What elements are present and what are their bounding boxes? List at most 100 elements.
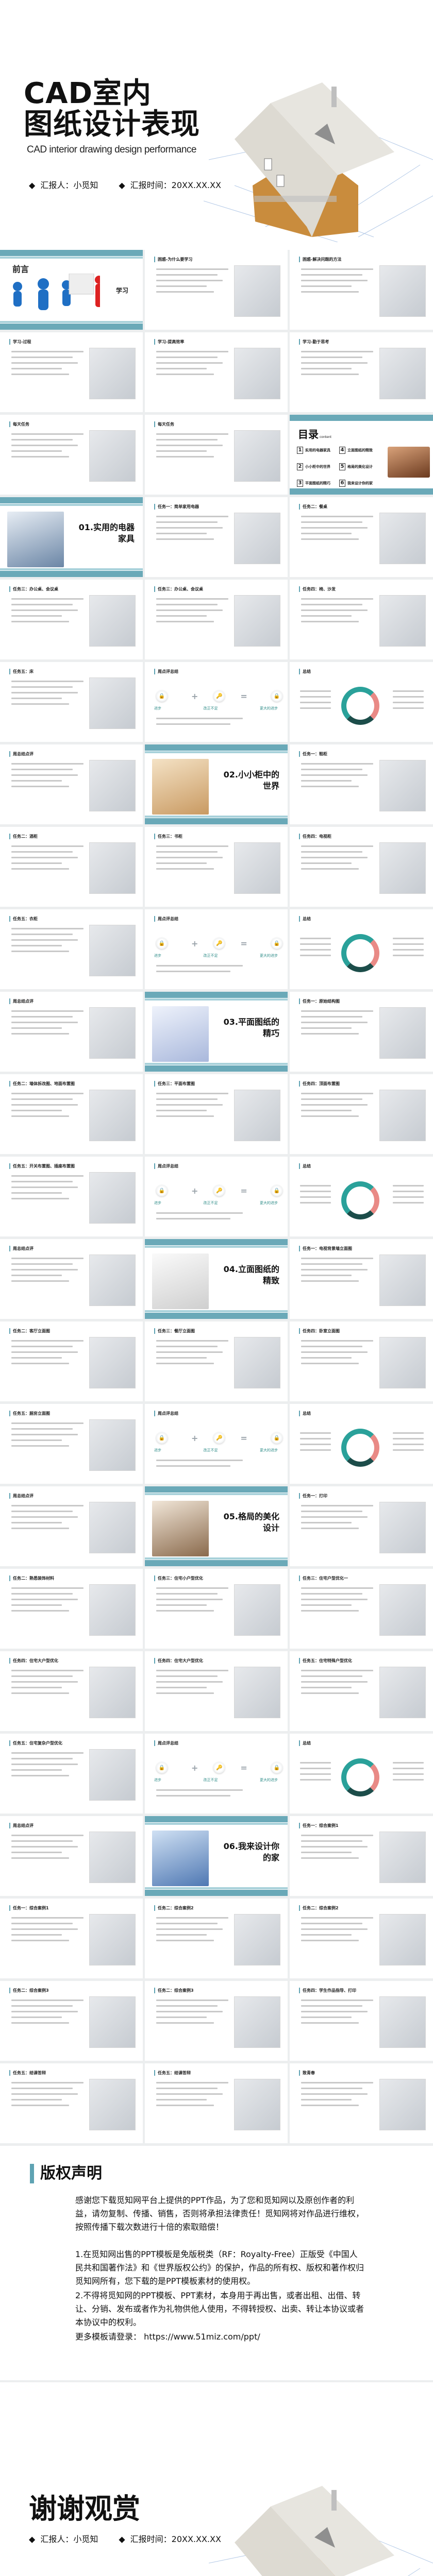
slide-thumbnail[interactable]: 任务一：综合案例1	[0, 1899, 143, 1978]
slide-thumbnail[interactable]: 04.立面图纸的精致	[145, 1239, 288, 1319]
slide-title: 周点评总结	[154, 1740, 178, 1746]
slide-thumbnail[interactable]: 任务一：简单家用电器	[145, 497, 288, 577]
slide-thumbnail[interactable]: 01.实用的电器家具	[0, 497, 143, 577]
slide-thumbnail[interactable]: 总结	[290, 909, 433, 989]
slide-thumbnail[interactable]: 总结	[290, 1157, 433, 1236]
slide-thumbnail[interactable]: 任务四：住宅大户型优化	[145, 1651, 288, 1731]
slide-thumbnail[interactable]: 任务二：综合案例3	[145, 1981, 288, 2061]
slide-thumbnail[interactable]: 周点评总结 🔒 + 🔑 = 🔒进步改正不足更大的进步	[145, 909, 288, 989]
slide-title: 任务五：结课答辩	[9, 2070, 46, 2076]
slide-thumbnail[interactable]: 周总结点评	[0, 992, 143, 1072]
accent-bar	[0, 321, 143, 323]
slide-thumbnail[interactable]: 任务一：打印	[290, 1486, 433, 1566]
slide-thumbnail[interactable]: 前言学习	[0, 250, 143, 330]
slide-thumbnail[interactable]: 任务四：椅、沙发	[290, 580, 433, 659]
text-placeholder	[393, 690, 424, 713]
slide-thumbnail[interactable]: 任务五：衣柜	[0, 909, 143, 989]
slide-thumbnail[interactable]: 任务五：住宅复杂户型优化	[0, 1734, 143, 1814]
slide-thumbnail[interactable]: 周点评总结 🔒 + 🔑 = 🔒进步改正不足更大的进步	[145, 662, 288, 742]
slide-thumbnail[interactable]: 06.我来设计你的家	[145, 1816, 288, 1896]
slide-thumbnail[interactable]: 02.小小柜中的世界	[145, 744, 288, 824]
slide-thumbnail[interactable]: 任务二：墙体拆改图、地面布置图	[0, 1074, 143, 1154]
slide-thumbnail[interactable]: 任务五：住宅特殊户型优化	[290, 1651, 433, 1731]
text-placeholder	[156, 516, 228, 544]
lock-icon: 🔒	[271, 690, 282, 702]
slide-thumbnail[interactable]: 任务三：书柜	[145, 827, 288, 907]
slide-thumbnail[interactable]: 任务三：餐厅立面图	[145, 1321, 288, 1401]
slide-thumbnail[interactable]: 任务四：住宅大户型优化	[0, 1651, 143, 1731]
slide-thumbnail[interactable]: 任务二：综合案例2	[290, 1899, 433, 1978]
text-placeholder	[156, 1587, 228, 1616]
slide-image-icon	[234, 1996, 280, 2048]
slide-thumbnail[interactable]: 周总结点评	[0, 744, 143, 824]
cycle-ring-icon	[341, 1181, 379, 1219]
slide-title: 任务三：平面布置图	[154, 1081, 195, 1087]
slide-thumbnail[interactable]: 任务四：卧室立面图	[290, 1321, 433, 1401]
slide-thumbnail[interactable]: 周总结点评	[0, 1816, 143, 1896]
slide-thumbnail[interactable]: 学习-提高效率	[145, 332, 288, 412]
slide-thumbnail[interactable]: 任务二：熟悉装饰材料	[0, 1569, 143, 1649]
slide-thumbnail[interactable]: 周点评总结 🔒 + 🔑 = 🔒进步改正不足更大的进步	[145, 1404, 288, 1484]
slide-thumbnail[interactable]: 任务五：厨房立面图	[0, 1404, 143, 1484]
slide-thumbnail[interactable]: 周总结点评	[0, 1486, 143, 1566]
slide-thumbnail[interactable]: 05.格局的美化设计	[145, 1486, 288, 1566]
slide-thumbnail[interactable]: 任务四：学生作品指导、打印	[290, 1981, 433, 2061]
slide-thumbnail[interactable]: 周点评总结 🔒 + 🔑 = 🔒进步改正不足更大的进步	[145, 1734, 288, 1814]
slide-thumbnail[interactable]: 任务二：客厅立面图	[0, 1321, 143, 1401]
slide-thumbnail[interactable]: 任务五：结课答辩	[0, 2063, 143, 2143]
slide-thumbnail[interactable]: 任务三：办公桌、会议桌	[0, 580, 143, 659]
slide-thumbnail[interactable]: 任务二：餐桌	[290, 497, 433, 577]
slide-image-icon	[89, 1419, 136, 1471]
more-templates-link[interactable]: 更多模板请登录： https://www.51miz.com/ppt/	[75, 2332, 260, 2342]
slide-thumbnail[interactable]: 03.平面图纸的精巧	[145, 992, 288, 1072]
slide-thumbnail[interactable]: 任务三：平面布置图	[145, 1074, 288, 1154]
slide-thumbnail[interactable]: 任务一：电视背景墙立面图	[290, 1239, 433, 1319]
slide-thumbnail[interactable]: 致青春	[290, 2063, 433, 2143]
cycle-ring-icon	[341, 687, 379, 725]
slide-thumbnail[interactable]: 总结	[290, 1404, 433, 1484]
slide-thumbnail[interactable]: 学习-过程	[0, 332, 143, 412]
slide-thumbnail[interactable]: 任务三：办公桌、会议桌	[145, 580, 288, 659]
slide-thumbnail[interactable]: 任务二：酒柜	[0, 827, 143, 907]
toc-number: 5	[339, 463, 345, 470]
text-placeholder	[156, 718, 280, 729]
slide-title: 困惑-解决问题的方法	[299, 257, 341, 262]
plus-icon: +	[191, 938, 198, 948]
slide-thumbnail[interactable]: 任务一：鞋柜	[290, 744, 433, 824]
slide-image-icon	[89, 925, 136, 976]
slide-thumbnail[interactable]: 任务五：床	[0, 662, 143, 742]
slide-thumbnail[interactable]: 任务一：综合案例1	[290, 1816, 433, 1896]
slide-thumbnail[interactable]: 困惑-为什么要学习	[145, 250, 288, 330]
slide-thumbnail[interactable]: 任务四：顶面布置图	[290, 1074, 433, 1154]
slide-thumbnail[interactable]: 任务五：开关布置图、插座布置图	[0, 1157, 143, 1236]
slide-title: 任务一：综合案例1	[9, 1905, 49, 1911]
slide-thumbnail[interactable]: 任务二：综合案例2	[145, 1899, 288, 1978]
slide-thumbnail[interactable]: 周点评总结 🔒 + 🔑 = 🔒进步改正不足更大的进步	[145, 1157, 288, 1236]
slide-thumbnail[interactable]: 总结	[290, 1734, 433, 1814]
slide-image-icon	[89, 1007, 136, 1059]
lock-icon: 🔒	[156, 1185, 168, 1196]
slide-thumbnail[interactable]: 困惑-解决问题的方法	[290, 250, 433, 330]
slide-image-icon	[379, 2079, 426, 2130]
slide-thumbnail[interactable]: 任务一：原始结构图	[290, 992, 433, 1072]
slide-thumbnail[interactable]: 学习-勤于思考	[290, 332, 433, 412]
slide-thumbnail[interactable]: 任务三：住宅小户型优化	[145, 1569, 288, 1649]
slide-thumbnail[interactable]: 每天任务	[145, 415, 288, 495]
slide-thumbnail[interactable]: 任务二：综合案例3	[0, 1981, 143, 2061]
slide-thumbnail[interactable]: 总结	[290, 662, 433, 742]
slide-thumbnail[interactable]: 周总结点评	[0, 1239, 143, 1319]
slide-thumbnail[interactable]: 任务四：电视柜	[290, 827, 433, 907]
slide-thumbnail[interactable]: 每天任务	[0, 415, 143, 495]
plus-icon: +	[191, 1762, 198, 1773]
text-placeholder	[11, 1505, 84, 1533]
review-labels: 进步改正不足更大的进步	[154, 1448, 278, 1452]
slide-thumbnail[interactable]: 任务五：结课答辩	[145, 2063, 288, 2143]
slide-thumbnail[interactable]: 任务三：住宅户型优化一	[290, 1569, 433, 1649]
